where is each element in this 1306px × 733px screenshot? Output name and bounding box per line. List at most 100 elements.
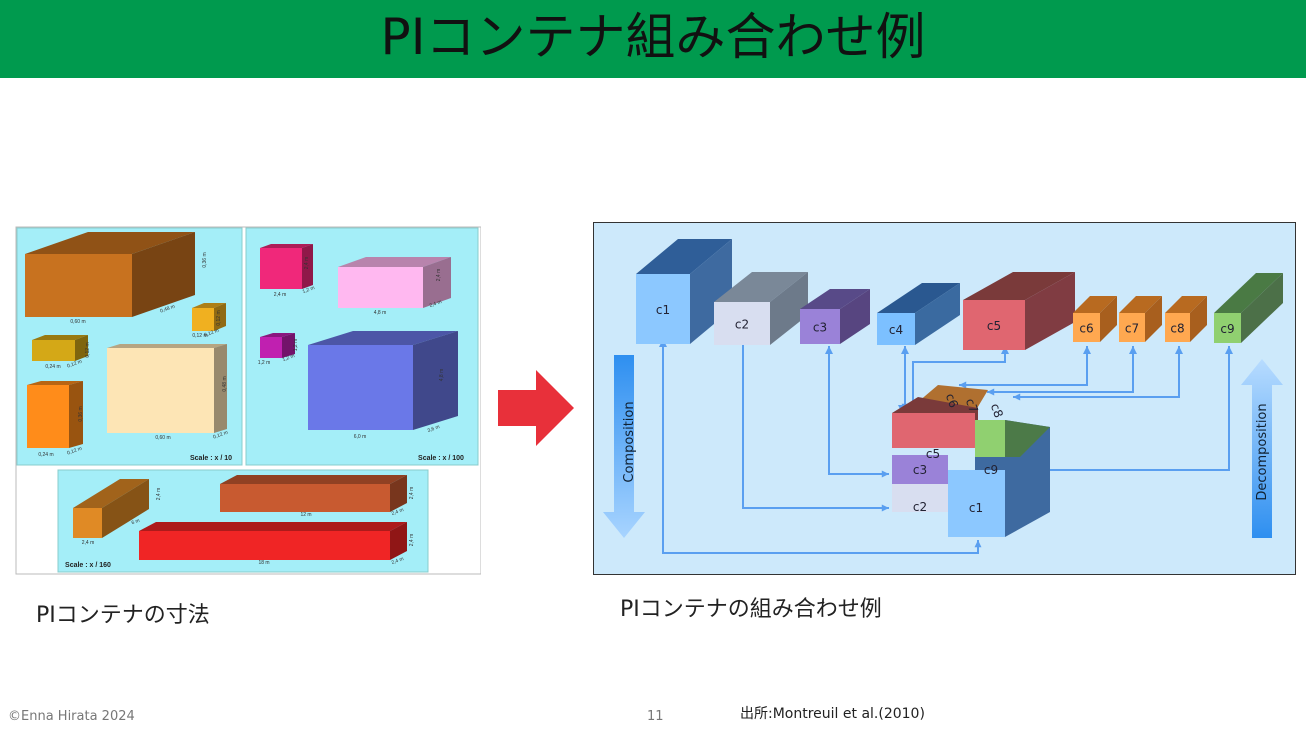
container-label: c8 [1170,322,1184,336]
dimension-label: 2,4 m [429,299,443,309]
connector-arrow [959,346,1088,386]
source-citation: 出所:Montreuil et al.(2010) [740,706,925,722]
dimension-label: 1,2 m [258,360,271,366]
scale-label: Scale : x / 10 [190,455,232,462]
composition-label: Composition [622,401,637,482]
dimension-label: 4,8 m [439,369,445,382]
container-c6 [1073,296,1117,342]
dimension-label: 0,12 m [203,328,219,339]
arrowhead-icon [1129,346,1137,354]
container-label: c6 [1079,322,1093,336]
dimension-label: 4,8 m [374,310,387,316]
arrowhead-icon [901,346,909,354]
dimension-label: 1,2 m [282,353,296,363]
dimension-label: 1,2 m [293,339,299,352]
right-arrow-icon [498,370,574,446]
decomposition-arrow-icon [1241,359,1283,538]
dimension-label: 0,24 m [38,452,53,458]
dimension-label: 3,6 m [427,424,441,434]
box-pink [260,244,313,289]
decomposition-label: Decomposition [1255,403,1270,500]
arrowhead-icon [1225,346,1233,354]
dimension-label: 2,4 m [82,540,95,546]
arrowhead-icon [1013,393,1021,401]
dimension-label: 0,12 m [85,342,91,357]
composite-label: c5 [926,447,940,461]
container-label: c1 [656,303,670,317]
dimension-label: 0,36 m [78,406,84,421]
box-blue [308,331,458,430]
box-tall-orange [27,381,83,448]
dimension-label: 2,4 m [274,292,287,298]
dimension-label: 0,48 m [222,376,228,391]
box-light-pink [338,257,451,308]
box-small-brown [73,479,149,538]
box-cream [107,344,227,433]
dimension-label: 2,4 m [391,556,405,566]
container-c7 [1119,296,1162,342]
container-label: c7 [1125,322,1139,336]
connector-arrow [828,346,889,475]
dimension-label: 2,4 m [409,487,415,500]
connector-arrow [1013,346,1180,398]
container-label: c9 [1220,322,1234,336]
dimension-label: 12 m [300,512,311,518]
dimension-label: 0,48 m [159,304,175,315]
composite-label: c9 [984,463,998,477]
container-label: c3 [813,321,827,335]
arrowhead-icon [974,540,982,548]
box-magenta [260,333,295,358]
composition-arrow-icon [603,355,645,538]
arrowhead-icon [1083,346,1091,354]
container-c5 [963,272,1075,350]
dimension-label: 6 m [131,518,141,526]
arrowhead-icon [959,381,967,389]
dimension-label: 6,0 m [354,434,367,440]
connector-arrow [742,319,889,509]
box-long-brown [220,475,407,512]
dimension-label: 0,12 m [66,446,82,457]
dimension-label: 2,4 m [409,534,415,547]
composite-label: c2 [913,500,927,514]
container-c9 [1214,273,1283,343]
arrowhead-icon [881,504,889,512]
dimension-label: 18 m [258,560,269,566]
container-c4 [877,283,960,345]
container-dimensions-figure: 0,60 m0,48 m0,36 m0,12 m0,12 m0,12 m0,24… [15,225,481,575]
scale-label: Scale : x / 160 [65,562,111,569]
dimension-label: 0,12 m [216,310,222,325]
slide-title: PIコンテナ組み合わせ例 [380,8,926,66]
container-label: c5 [987,319,1001,333]
box-flat-gold [32,335,88,361]
dimension-label: 1,2 m [302,285,316,295]
title-banner [0,0,1306,78]
container-label: c2 [735,318,749,332]
connector-arrow [1008,346,1230,471]
arrowhead-icon [1175,346,1183,354]
dimension-label: 0,24 m [45,364,60,370]
container-label: c4 [889,323,903,337]
dimension-label: 2,4 m [304,257,310,270]
composite-label: c6 [943,392,961,410]
dimension-label: 0,12 m [66,359,82,370]
dimension-label: 0,36 m [202,252,208,267]
dimension-label: 0,12 m [192,333,207,339]
composite-label: c7 [963,397,981,415]
copyright: ©Enna Hirata 2024 [8,709,135,724]
right-caption: PIコンテナの組み合わせ例 [620,597,882,622]
box-small-yellow [192,303,226,331]
composite-label: c1 [969,501,983,515]
dimension-label: 2,4 m [391,507,405,517]
container-c8 [1165,296,1207,342]
dimension-label: 0,60 m [70,319,85,325]
connector-arrow [987,346,1134,393]
arrowhead-icon [825,346,833,354]
composite-label: c3 [913,463,927,477]
box-large-brown [25,232,195,317]
scale-label: Scale : x / 100 [418,455,464,462]
dimension-label: 0,12 m [212,430,228,441]
composite-label: c8 [988,402,1006,420]
container-c3 [800,289,870,344]
